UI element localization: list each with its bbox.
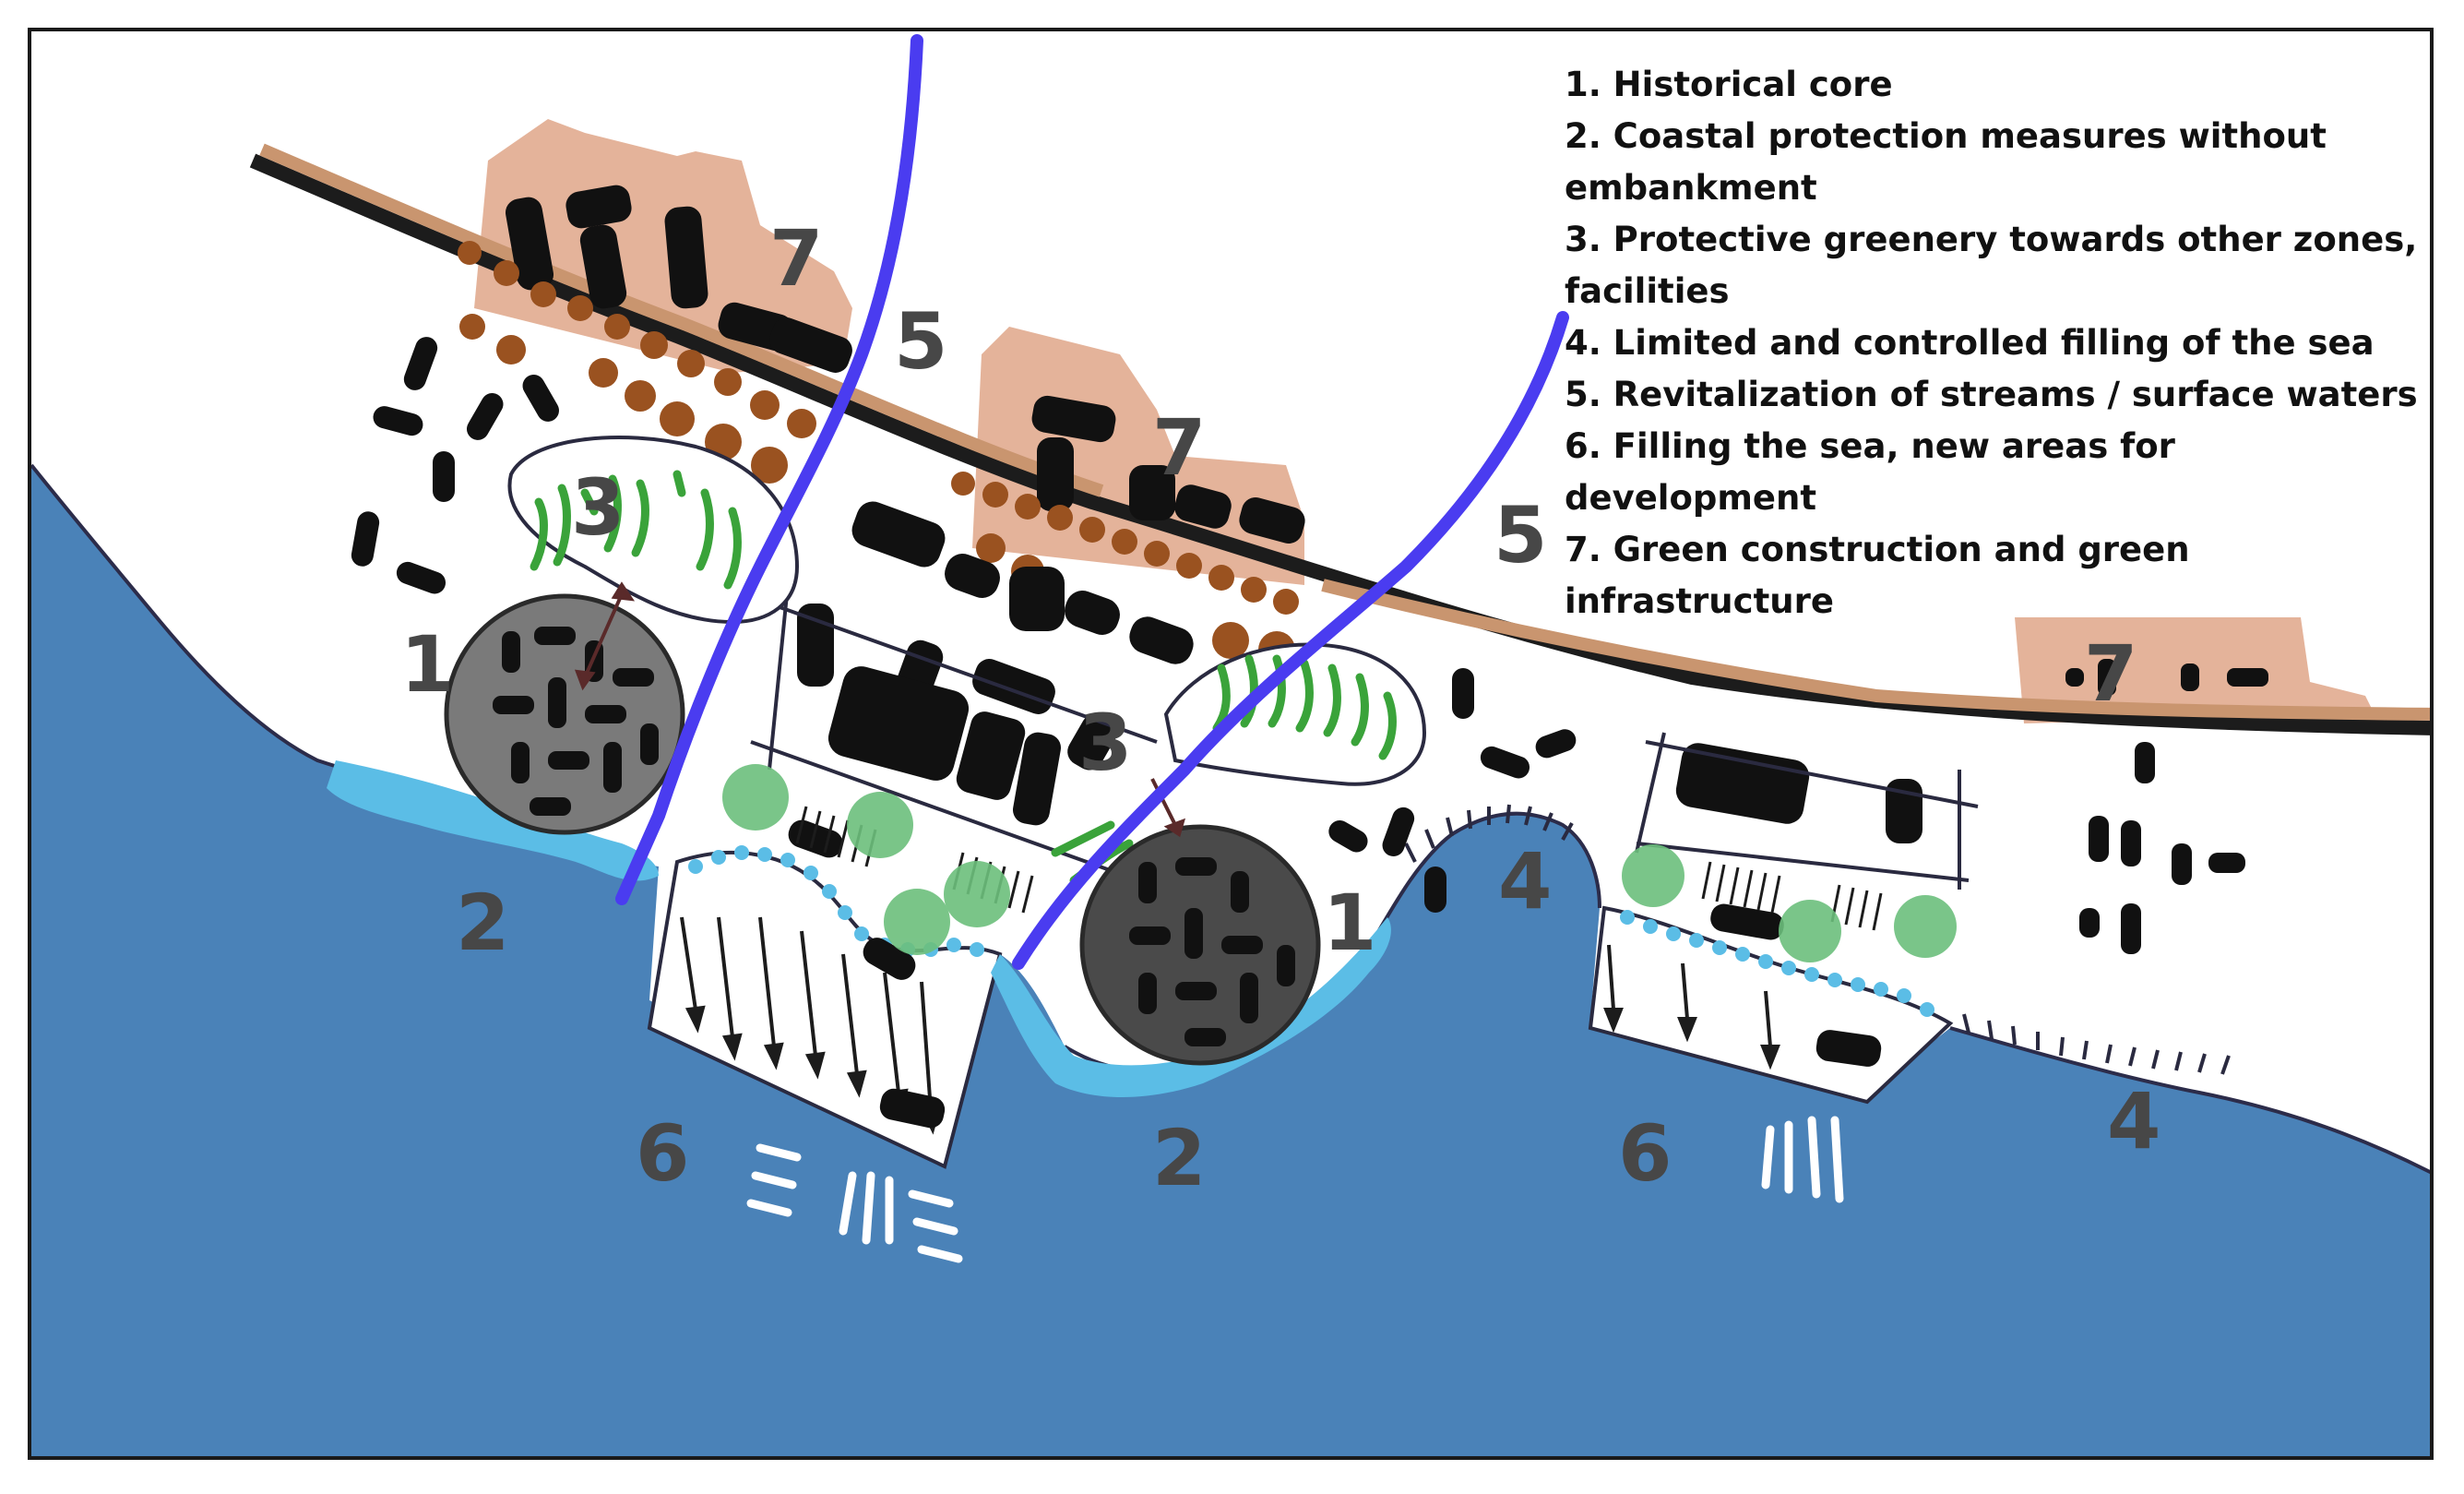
marker-3-west: 3: [571, 462, 625, 553]
legend: 1. Historical core 2. Coastal protection…: [1565, 59, 2430, 627]
marker-7-east: 7: [2084, 628, 2137, 719]
marker-7-central: 7: [1152, 402, 1206, 493]
marker-2-west: 2: [456, 878, 509, 968]
marker-6-east: 6: [1618, 1108, 1672, 1199]
core-buildings: [493, 627, 1295, 1046]
legend-item-7: 7. Green construction and green infrastr…: [1565, 530, 2190, 621]
legend-item-5: 5. Revitalization of streams / surface w…: [1565, 375, 2418, 414]
marker-1-west: 1: [400, 619, 454, 710]
development-frame-lines: [750, 584, 1979, 890]
coastal-plan-map: 1 1 2 2 3 3 4 4 5 5 6 6 7 7 7: [31, 34, 2430, 1456]
coastal-protection-west: [327, 760, 659, 881]
diagram-frame: 1 1 2 2 3 3 4 4 5 5 6 6 7 7 7 1. Histori…: [28, 28, 2434, 1460]
controlled-filling-hatch: [1404, 804, 2231, 1075]
marker-1-central: 1: [1323, 878, 1376, 968]
stream-east: [1012, 311, 1569, 970]
sea: [31, 465, 2430, 1456]
marker-5-west: 5: [894, 296, 947, 387]
main-road: [249, 153, 2430, 735]
pier-marks: [746, 1116, 1844, 1263]
tree-row: [458, 241, 1299, 668]
legend-item-3: 3. Protective greenery towards other zon…: [1565, 220, 2418, 311]
legend-item-4: 4. Limited and controlled filling of the…: [1565, 323, 2375, 363]
road-edge-brown: [259, 143, 2430, 721]
marker-5-east: 5: [1494, 490, 1547, 580]
protective-greenery-zone-west: [507, 436, 800, 625]
legend-item-2: 2. Coastal protection measures without e…: [1565, 116, 2327, 208]
marker-4-east: 4: [2107, 1076, 2160, 1166]
trees: [722, 764, 1957, 962]
legend-item-6: 6. Filling the sea, new areas for develo…: [1565, 426, 2175, 518]
scattered-buildings: [351, 337, 2245, 954]
fill-buildings: [879, 1030, 1882, 1129]
marker-4-central: 4: [1498, 836, 1552, 926]
marker-6-west: 6: [636, 1108, 689, 1199]
marker-3-central: 3: [1078, 698, 1132, 788]
zone-buildings: [505, 185, 2268, 696]
legend-item-1: 1. Historical core: [1565, 65, 1893, 104]
marker-7-west: 7: [769, 213, 823, 304]
relation-arrows: [574, 581, 1186, 838]
marker-2-central: 2: [1152, 1113, 1206, 1203]
stream-west: [615, 34, 923, 905]
